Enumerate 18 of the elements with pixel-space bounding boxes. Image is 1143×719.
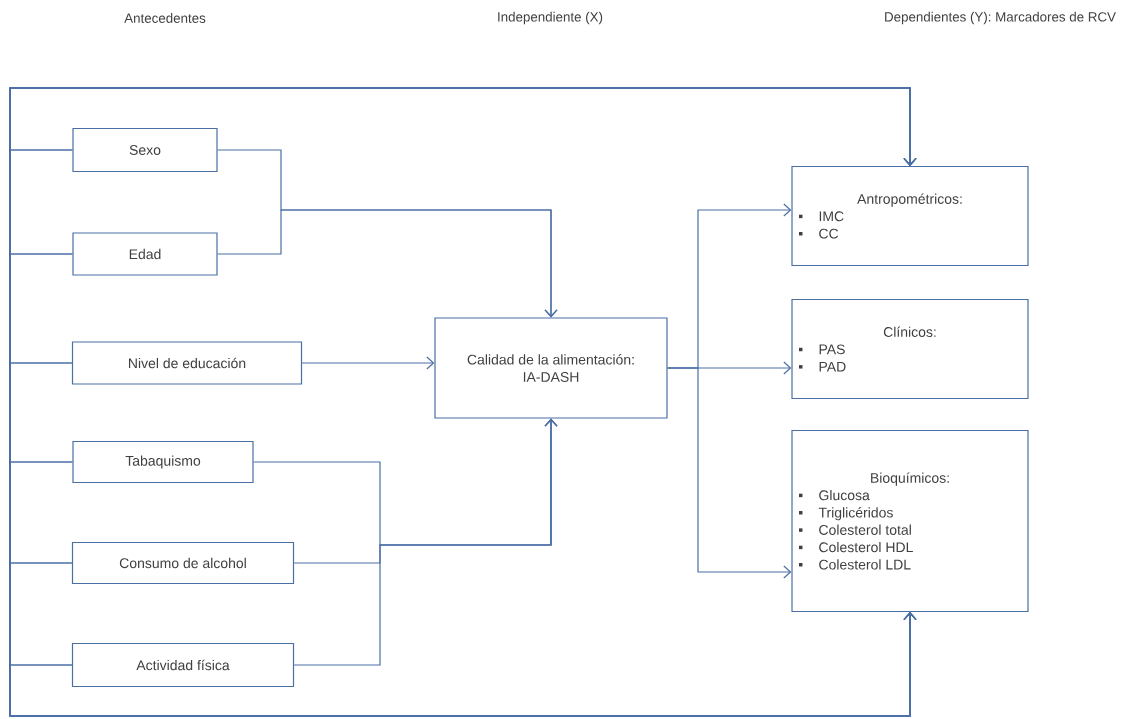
variable-group-box: Clínicos: PAS PAD — [791, 298, 1029, 400]
variable-box: Consumo de alcohol — [71, 541, 295, 585]
column-heading: Dependientes (Y): Marcadores de RCV — [885, 11, 1116, 25]
variable-box: Calidad de la alimentación: IA-DASH — [434, 317, 668, 419]
connector-arrow — [9, 612, 917, 717]
variable-box: Actividad física — [71, 642, 295, 688]
variable-box: Tabaquismo — [72, 440, 254, 484]
variable-group-box: Bioquímicos: Glucosa Triglicéridos Colesterol total Colesterol HDL Colesterol LDL — [791, 429, 1029, 613]
connector-arrow — [301, 356, 435, 370]
connector-arrow — [667, 367, 792, 579]
column-heading: Antecedentes — [124, 13, 206, 23]
variable-box: Edad — [72, 232, 218, 276]
connector-arrow — [293, 418, 558, 666]
column-heading: Independiente (X) — [498, 11, 603, 25]
variable-group-box: Antropométricos: IMC CC — [791, 165, 1029, 267]
variable-box: Sexo — [72, 127, 218, 173]
variable-box: Nivel de educación — [71, 341, 303, 385]
connector-arrow — [217, 209, 558, 318]
